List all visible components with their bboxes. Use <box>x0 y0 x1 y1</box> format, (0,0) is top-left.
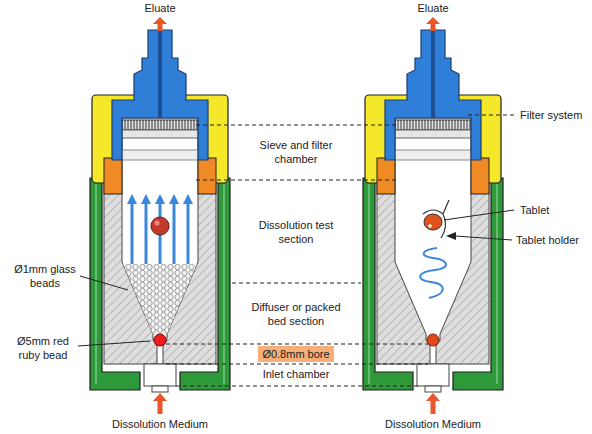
leader-lines <box>78 210 514 346</box>
cell-tablet <box>363 17 503 414</box>
packed-bed <box>123 194 197 346</box>
ruby-bead <box>427 334 439 346</box>
part-label: Eluate <box>144 1 175 15</box>
sample-highlight <box>155 221 160 226</box>
dimension-label: Ø0.8mm bore <box>262 347 329 361</box>
ruby-bead <box>154 334 166 346</box>
sample-sphere <box>151 217 169 235</box>
part-label: Inlet chamber <box>263 367 330 381</box>
section-lines <box>166 115 514 386</box>
part-label: Eluate <box>417 1 448 15</box>
part-label: Dissolution test section <box>246 218 346 246</box>
glass-beads <box>123 264 197 334</box>
part-label: Dissolution Medium <box>385 417 481 431</box>
tablet-cell <box>420 200 449 346</box>
part-label: Dissolution Medium <box>112 417 208 431</box>
part-label: Ø1mm glass beads <box>12 262 78 290</box>
tablet-holder <box>423 200 449 238</box>
highlight-box: Ø0.8mm bore <box>258 346 333 362</box>
part-label: Filter system <box>520 108 582 122</box>
tablet-mark <box>428 224 432 228</box>
part-label: Tablet <box>520 203 549 217</box>
swirl <box>420 248 446 298</box>
leader-arrowhead <box>446 232 456 240</box>
part-label: Tablet holder <box>516 233 579 247</box>
part-label: Sieve and filter chamber <box>248 138 344 166</box>
cell-packed <box>90 17 230 414</box>
tablet <box>424 214 442 230</box>
part-label: Diffuser or packed bed section <box>244 300 348 328</box>
flow-arrows <box>127 194 193 264</box>
part-label: Ø5mm red ruby bead <box>10 334 76 362</box>
